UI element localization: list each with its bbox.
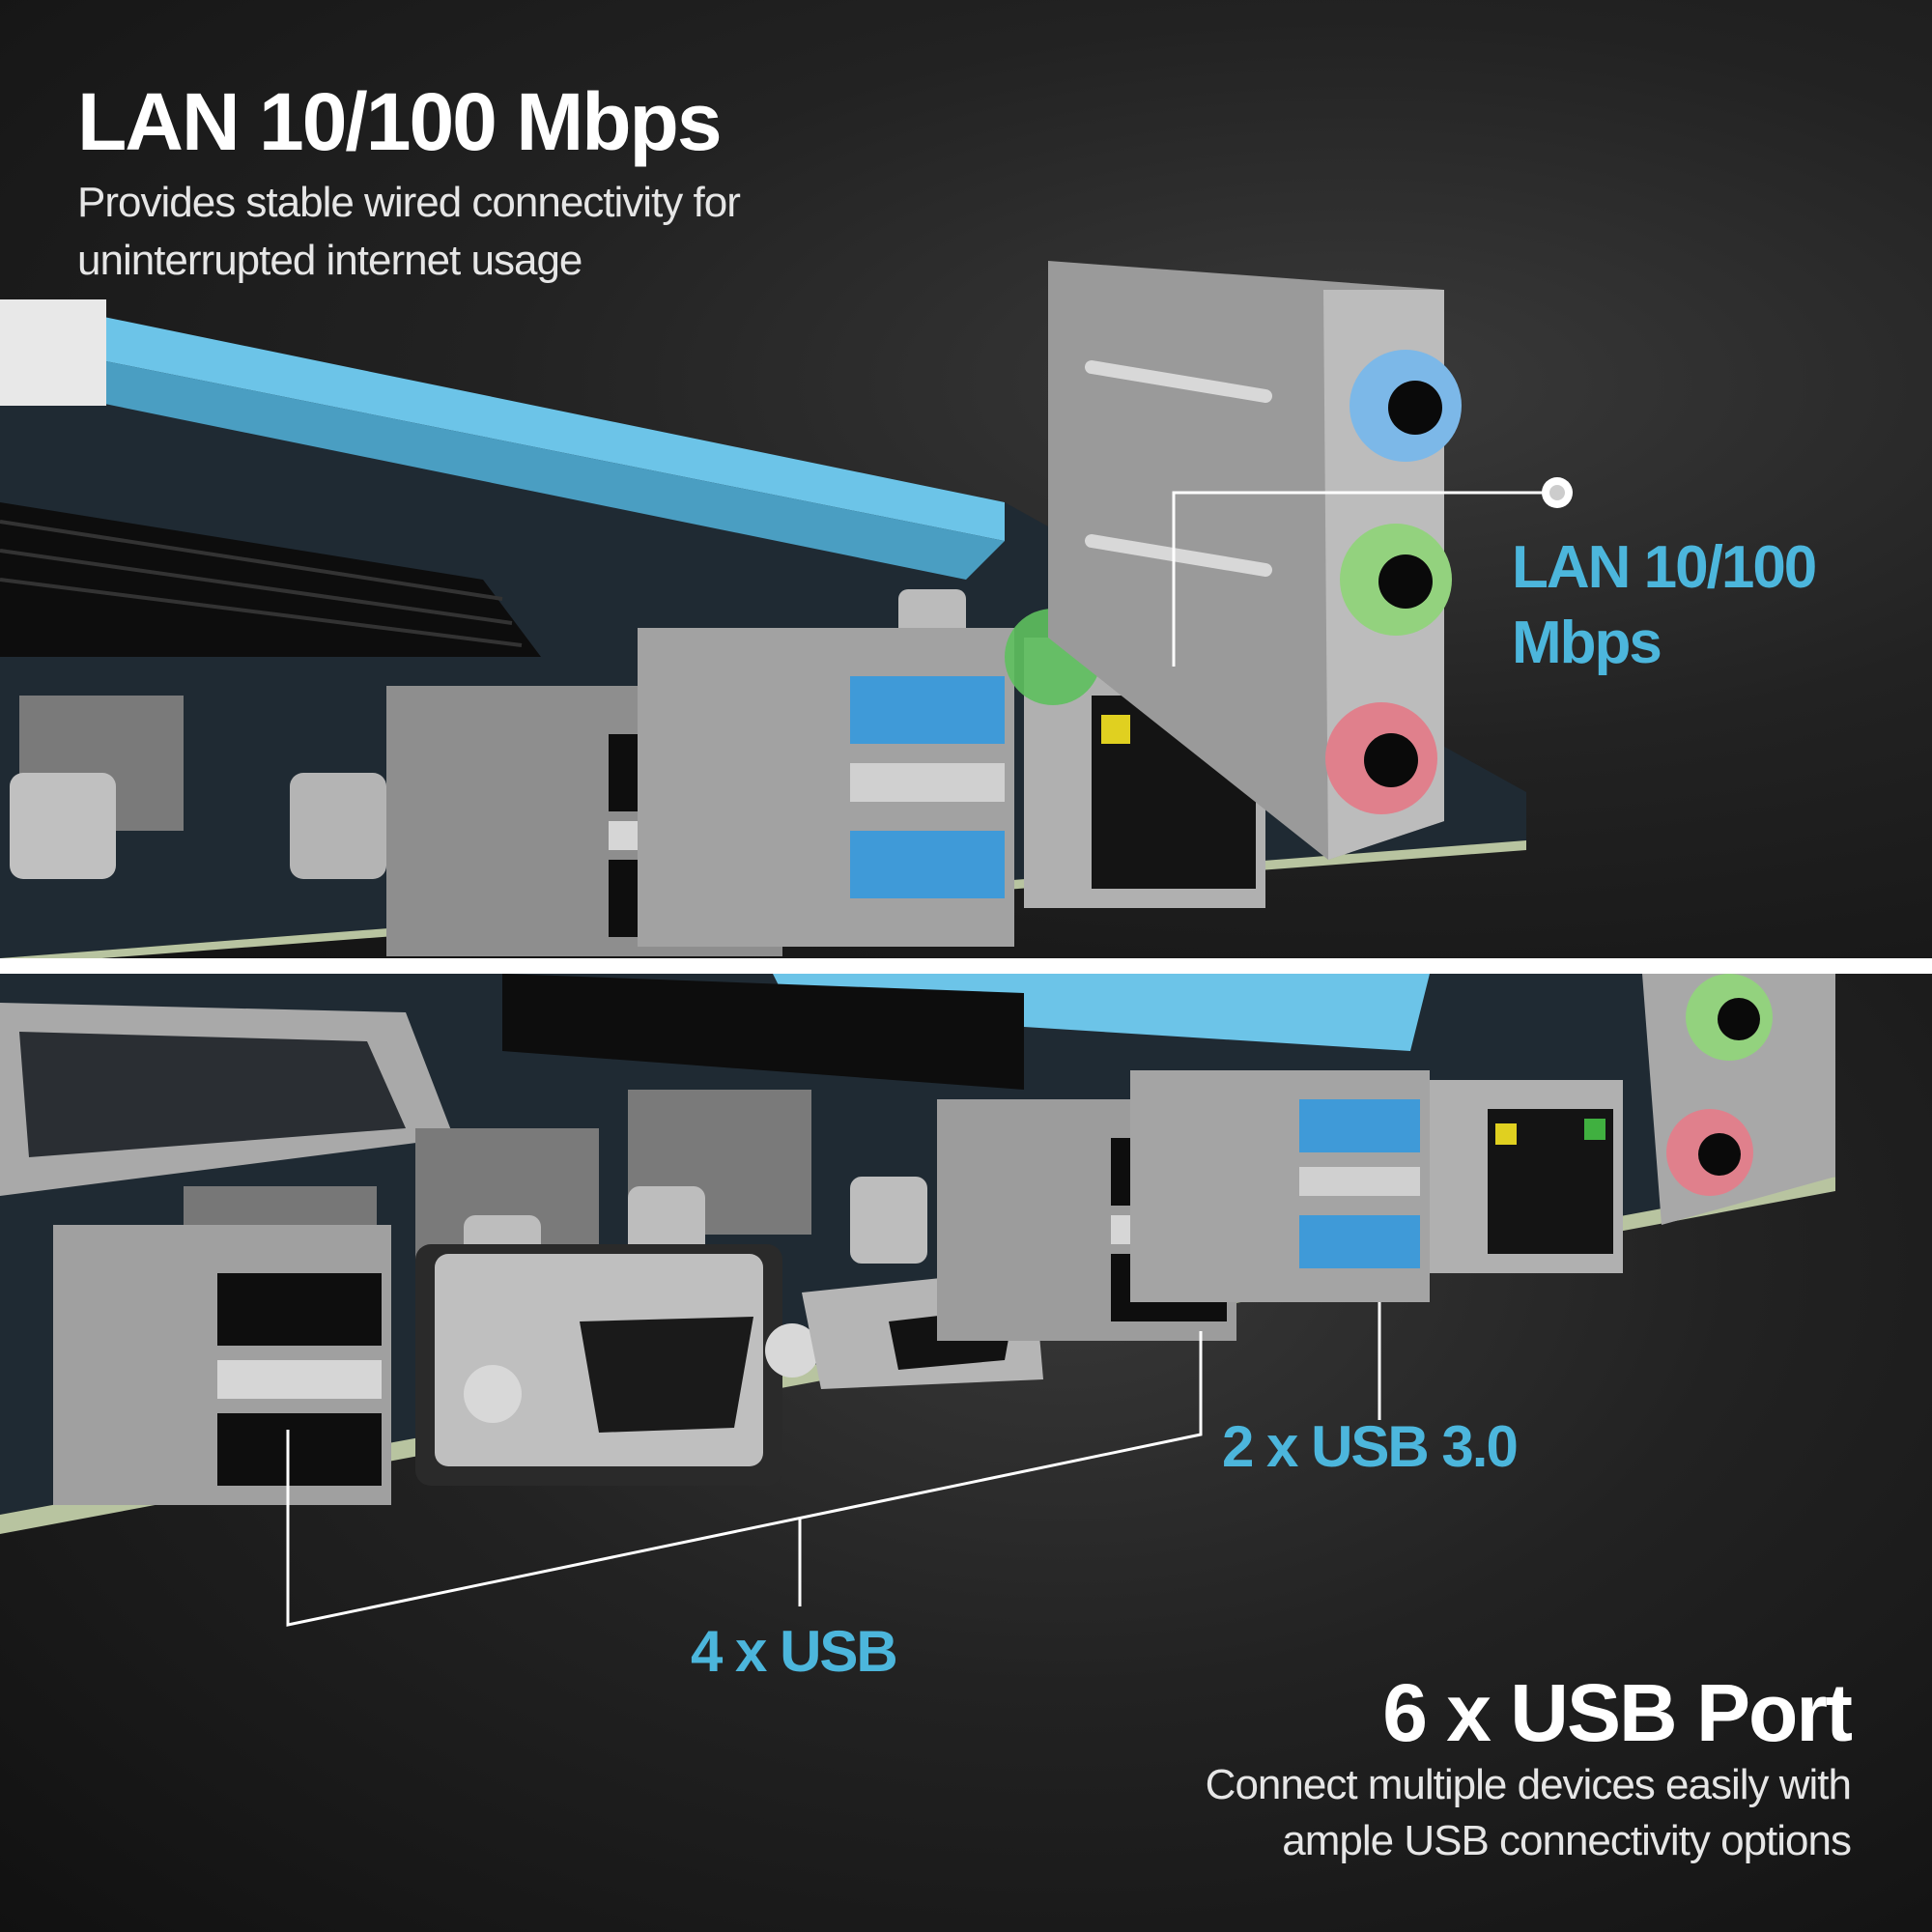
lan-pointer-dot-inner: [1549, 485, 1565, 500]
audio-jack-pink: [1325, 702, 1437, 814]
lan-callout-line2: Mbps: [1512, 610, 1662, 676]
capacitor: [290, 773, 386, 879]
vga-connector: [415, 1244, 819, 1486]
audio-jack-green: [1686, 974, 1773, 1061]
usb-description-line2: ample USB connectivity options: [1282, 1817, 1852, 1864]
usb3-port-stack: [1130, 1070, 1430, 1302]
pcie-slot: [19, 299, 1005, 541]
lan-description-line2: uninterrupted internet usage: [77, 237, 582, 284]
usb3-callout: 2 x USB 3.0: [1222, 1414, 1519, 1479]
lan-led-yellow: [1101, 715, 1130, 744]
usb2-bracket-line: [286, 1331, 1203, 1627]
motherboard-rear-io-closeup: [0, 261, 1573, 958]
usb-headline: 6 x USB Port: [1382, 1667, 1853, 1758]
heatsink: [0, 502, 541, 657]
lan-pointer-line: [1172, 491, 1557, 667]
usb2-port-stack-left: [53, 1225, 391, 1505]
panel-divider: [0, 958, 1932, 974]
usb-description-line1: Connect multiple devices easily with: [1205, 1761, 1852, 1808]
lan-headline: LAN 10/100 Mbps: [77, 76, 723, 167]
pcie-slot-side: [19, 348, 1005, 580]
lan-callout-line1: LAN 10/100: [1512, 534, 1817, 601]
usb2-callout: 4 x USB: [691, 1619, 898, 1684]
heatsink: [502, 974, 1024, 1090]
white-connector: [0, 299, 106, 406]
lan-description-line1: Provides stable wired connectivity for: [77, 179, 741, 226]
lan-feature-panel: LAN 10/100 Mbps Provides stable wired co…: [0, 0, 1932, 958]
audio-jack-blue: [1350, 350, 1462, 462]
motherboard-rear-io-wide: [0, 974, 1835, 1627]
cpu-socket: [0, 1003, 454, 1196]
audio-jack-pink: [1666, 1109, 1753, 1196]
capacitor: [10, 773, 116, 879]
capacitor: [850, 1177, 927, 1264]
rj45-lan-port: [1430, 1080, 1623, 1273]
usb-feature-panel: 2 x USB 3.0 4 x USB 6 x USB Port Connect…: [0, 974, 1932, 1932]
audio-jack-green: [1340, 524, 1452, 636]
usb3-port-stack: [638, 628, 1014, 947]
